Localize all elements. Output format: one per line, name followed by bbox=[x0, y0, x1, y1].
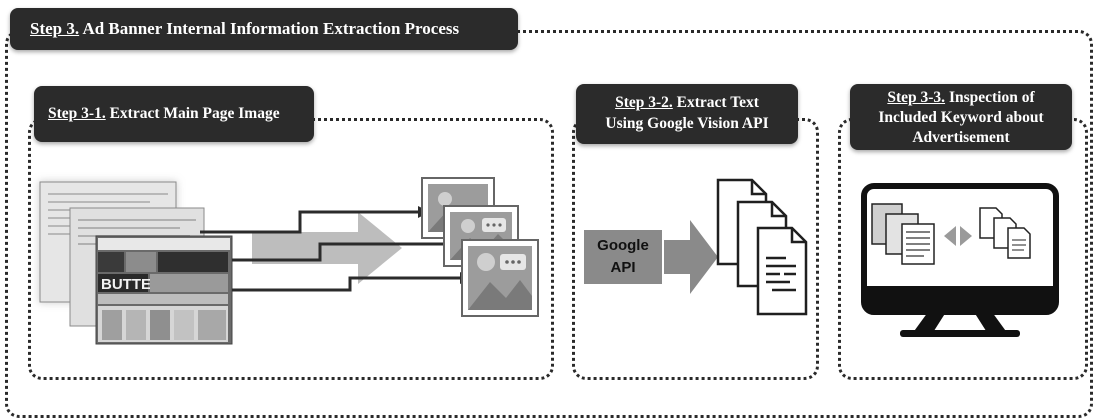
google-api-line1: Google bbox=[597, 237, 649, 254]
compare-arrows bbox=[944, 226, 972, 246]
webpage-screenshots: BUTTER bbox=[39, 181, 233, 345]
step-3-2-title-line2: Using Google Vision API bbox=[605, 115, 769, 132]
google-api-line2: API bbox=[610, 259, 636, 276]
step-3-1-number: Step 3-1. bbox=[48, 105, 106, 122]
screenshot-brand-text: BUTTER bbox=[101, 276, 162, 293]
extracted-text-documents bbox=[716, 178, 808, 316]
step-3-3-number: Step 3-3. bbox=[887, 89, 946, 106]
main-step-title: Ad Banner Internal Information Extractio… bbox=[82, 19, 460, 38]
process-container bbox=[5, 30, 1093, 418]
main-step-number: Step 3. bbox=[30, 19, 80, 38]
step-3-3-title-line1: Inspection of bbox=[948, 89, 1035, 106]
step-3-2-number: Step 3-2. bbox=[615, 94, 673, 111]
extracted-image-icons bbox=[421, 177, 539, 317]
step-3-2-title-line1: Extract Text bbox=[676, 94, 759, 111]
step-3-1-title: Extract Main Page Image bbox=[109, 105, 280, 122]
google-api-arrow bbox=[664, 220, 718, 294]
step-3-3-title-line2: Included Keyword about bbox=[878, 109, 1044, 126]
main-step-header: Step 3. Ad Banner Internal Information E… bbox=[10, 8, 518, 50]
step-3-2-header: Step 3-2. Extract Text Using Google Visi… bbox=[576, 84, 798, 144]
transfer-arrow bbox=[252, 212, 402, 284]
step-3-1-header: Step 3-1. Extract Main Page Image bbox=[34, 86, 314, 142]
keyword-target-docs bbox=[979, 207, 1031, 259]
google-api-box: Google API bbox=[584, 230, 662, 284]
step-3-3-header: Step 3-3. Inspection of Included Keyword… bbox=[850, 84, 1072, 150]
extraction-connectors bbox=[200, 210, 462, 292]
step-3-3-title-line3: Advertisement bbox=[912, 129, 1010, 146]
keyword-source-docs bbox=[871, 203, 935, 265]
